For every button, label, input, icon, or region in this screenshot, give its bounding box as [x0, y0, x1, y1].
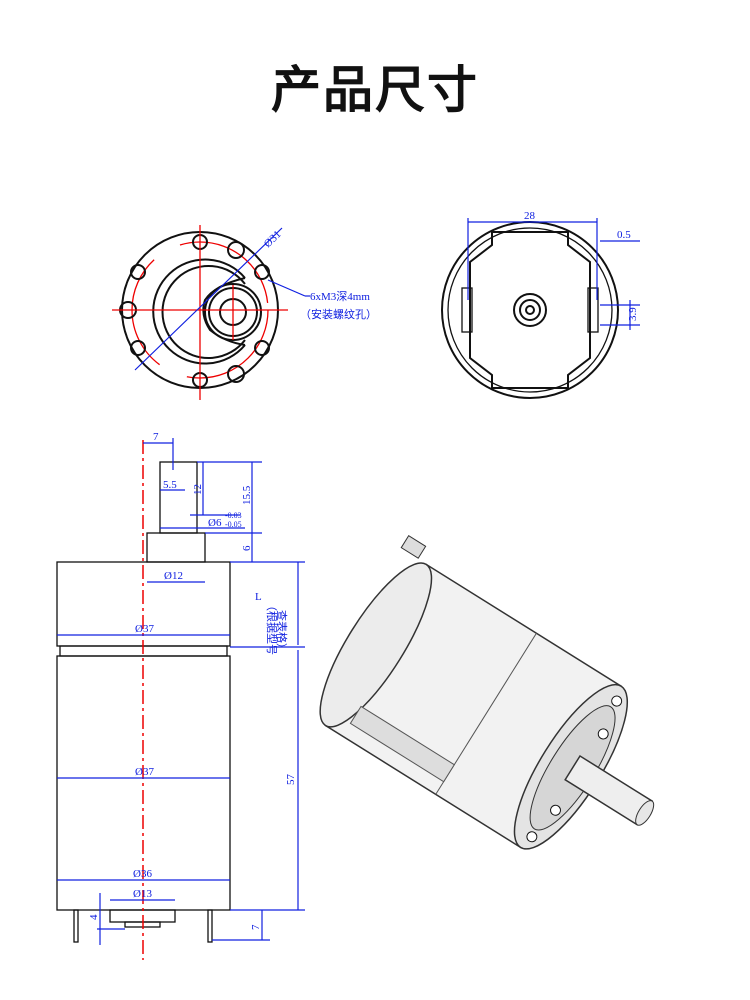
gearbox-diameter-label: Ø37: [135, 623, 154, 635]
rear-offset-label: 0.5: [617, 229, 631, 241]
mounting-holes: [119, 234, 270, 388]
shaft-tol-upper: -0.03: [225, 511, 242, 520]
shaft-length-label: 15.5: [241, 485, 253, 505]
rear-height-label: 3.9: [627, 307, 639, 321]
boss-diameter-label: Ø12: [164, 570, 183, 582]
rear-width-label: 28: [524, 210, 536, 222]
gearbox-note-2: 查表格）: [275, 610, 289, 654]
end-diameter-label: Ø36: [133, 868, 152, 880]
front-diameter-label: Ø31: [262, 228, 284, 250]
gearbox-note-1: （根据型号: [265, 600, 279, 655]
shaft-offset-label: 7: [153, 431, 159, 443]
motor-diameter-label: Ø37: [135, 766, 154, 778]
motor-3d-illustration: [319, 535, 655, 850]
hole-note-1: 6xM3深4mm: [310, 290, 370, 303]
gearbox-length-label: L: [255, 591, 262, 603]
motor-length-label: 57: [285, 774, 297, 786]
shaft-diameter-label: Ø6: [208, 517, 222, 529]
hole-note-2: （安装螺纹孔）: [300, 307, 377, 321]
page-title: 产品尺寸: [271, 61, 479, 119]
shaft-flat-label: 5.5: [163, 479, 177, 491]
bearing-height-label: 4: [88, 914, 100, 920]
front-view: Ø31 6xM3深4mm （安装螺纹孔）: [112, 225, 377, 400]
rear-view: 28 0.5 3.9: [441, 210, 640, 399]
terminal-length-label: 7: [250, 924, 262, 930]
shaft-tol-lower: -0.05: [225, 520, 242, 529]
bearing-diameter-label: Ø13: [133, 888, 152, 900]
boss-height-label: 6: [241, 545, 253, 551]
flat-length-label: 12: [192, 484, 204, 495]
side-view: 7 5.5 12 15.5 Ø6 -0.03 -0.05 6 Ø12 L （根据…: [56, 431, 305, 960]
